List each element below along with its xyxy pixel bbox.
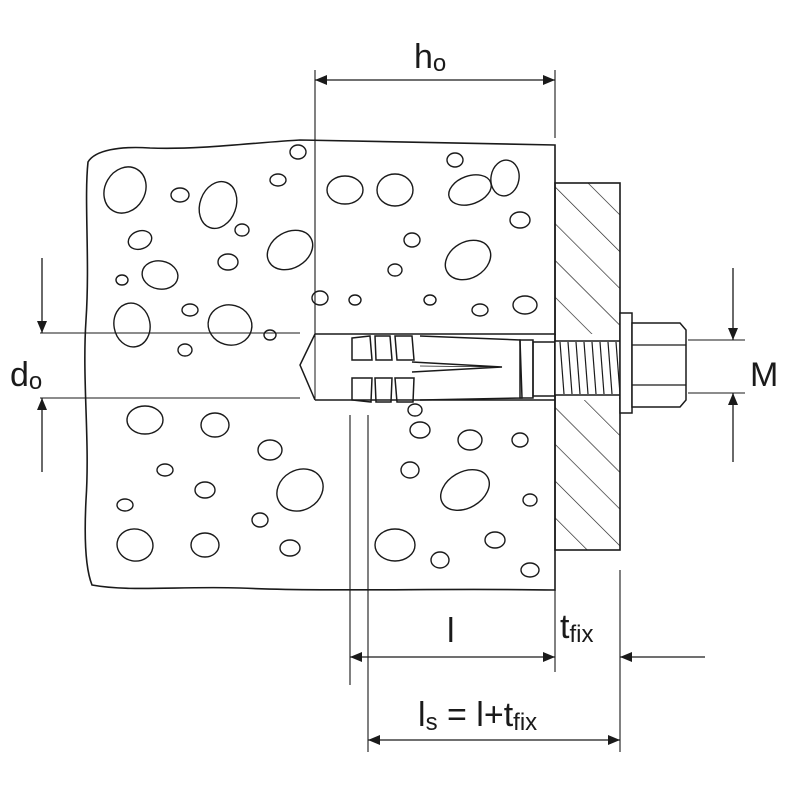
aggregate-stone — [198, 180, 238, 230]
aggregate-stone — [511, 432, 529, 448]
aggregate-stone — [374, 528, 416, 562]
aggregate-stone — [279, 539, 301, 557]
aggregate-stone — [115, 274, 129, 286]
dimension-arrows — [37, 75, 738, 745]
thread-line — [607, 341, 613, 395]
thread-line — [583, 341, 589, 395]
aggregate-stone — [194, 481, 216, 499]
aggregate-stone — [512, 295, 538, 315]
aggregate-stone — [440, 469, 490, 511]
aggregate-stone — [444, 239, 492, 281]
label-l: l — [447, 612, 455, 650]
aggregate-stone — [116, 528, 154, 562]
aggregate-stone — [257, 439, 283, 461]
aggregate-stone — [387, 263, 403, 277]
aggregate-stone — [126, 405, 164, 435]
aggregate-stone — [400, 461, 420, 479]
thread-line — [559, 341, 565, 395]
aggregate-stone — [520, 562, 540, 578]
aggregate-stones — [103, 144, 540, 578]
aggregate-stone — [207, 304, 253, 346]
concrete-base — [84, 139, 556, 591]
label-tfix: tfix — [560, 608, 593, 648]
aggregate-stone — [289, 144, 307, 160]
thread-line — [591, 341, 597, 395]
aggregate-stone — [457, 429, 483, 451]
thread-line — [599, 341, 605, 395]
aggregate-stone — [471, 303, 489, 317]
aggregate-stone — [190, 532, 220, 558]
aggregate-stone — [116, 498, 134, 512]
aggregate-stone — [276, 468, 324, 512]
aggregate-stone — [448, 174, 492, 206]
aggregate-stone — [170, 187, 190, 203]
aggregate-stone — [234, 223, 250, 237]
aggregate-stone — [403, 232, 421, 248]
aggregate-stone — [266, 229, 314, 271]
aggregate-stone — [409, 421, 431, 439]
label-h0: ho — [414, 38, 446, 77]
aggregate-stone — [263, 329, 277, 341]
aggregate-stone — [181, 303, 199, 317]
aggregate-stone — [509, 211, 531, 229]
aggregate-stone — [177, 343, 193, 357]
aggregate-stone — [326, 175, 364, 205]
thread-line — [567, 341, 573, 395]
aggregate-stone — [103, 166, 147, 214]
thread-line — [575, 341, 581, 395]
aggregate-stone — [348, 294, 362, 306]
label-ls: ls = l+tfix — [418, 696, 537, 736]
aggregate-stone — [217, 253, 239, 271]
aggregate-stone — [490, 159, 520, 197]
aggregate-stone — [423, 294, 437, 306]
aggregate-stone — [141, 260, 179, 290]
label-m: M — [750, 356, 778, 394]
anchor-bolt — [299, 312, 687, 414]
aggregate-stone — [484, 531, 506, 549]
aggregate-stone — [376, 173, 414, 207]
aggregate-stone — [269, 173, 287, 187]
aggregate-stone — [113, 302, 151, 348]
aggregate-stone — [430, 551, 450, 569]
aggregate-stone — [200, 412, 230, 438]
aggregate-stone — [251, 512, 269, 528]
aggregate-stone — [127, 229, 153, 251]
label-d0: do — [10, 356, 42, 395]
aggregate-stone — [522, 493, 538, 507]
aggregate-stone — [407, 403, 423, 417]
aggregate-stone — [156, 463, 174, 477]
aggregate-stone — [311, 290, 329, 306]
extension-lines — [40, 70, 745, 752]
aggregate-stone — [446, 152, 464, 168]
